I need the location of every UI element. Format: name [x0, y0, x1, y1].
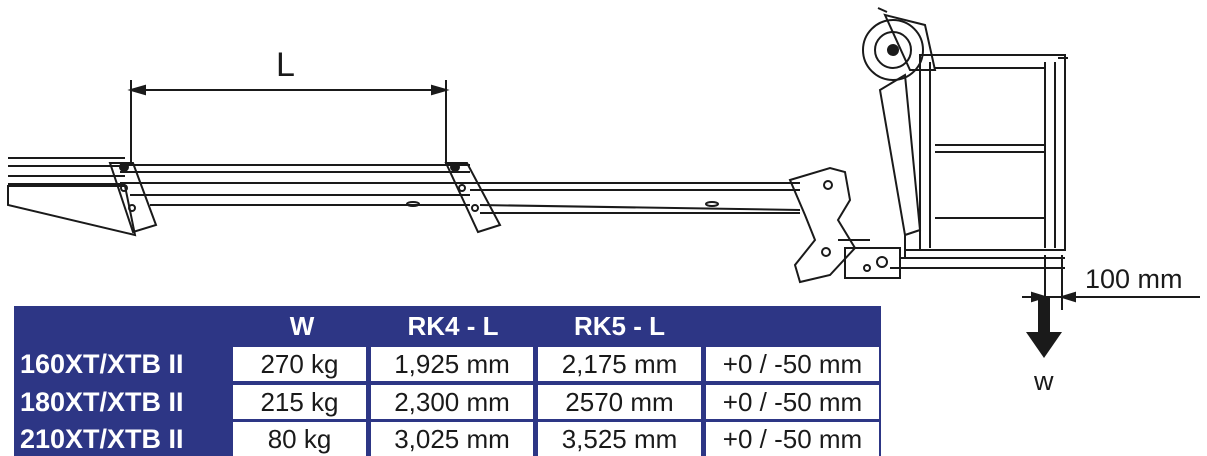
cell-rk5: 3,525 mm: [538, 422, 701, 456]
offset-dimension-label: 100 mm: [1085, 264, 1183, 294]
dimension-l-label: L: [276, 46, 295, 84]
boom-clamp-right: [444, 162, 502, 234]
cell-rk5: 2570 mm: [538, 385, 701, 419]
cell-w: 215 kg: [233, 385, 366, 419]
cell-rk4: 1,925 mm: [371, 347, 533, 381]
cell-tolerance: +0 / -50 mm: [706, 347, 879, 381]
dimension-l-line: [127, 80, 450, 165]
row-model: 160XT/XTB II: [20, 349, 184, 379]
cell-rk4: 2,300 mm: [371, 385, 533, 419]
spec-table: W RK4 - L RK5 - L 160XT/XTB II 270 kg 1,…: [14, 306, 881, 456]
load-arrow: [1026, 298, 1062, 358]
cell-rk4: 3,025 mm: [371, 422, 533, 456]
cell-w: 270 kg: [233, 347, 366, 381]
row-model: 180XT/XTB II: [20, 387, 184, 417]
header-rk5: RK5 - L: [574, 311, 665, 341]
cell-tolerance: +0 / -50 mm: [706, 422, 879, 456]
cell-w: 80 kg: [233, 422, 366, 456]
cell-rk5: 2,175 mm: [538, 347, 701, 381]
header-rk4: RK4 - L: [407, 311, 499, 341]
hose-reel: [862, 7, 937, 81]
platform-basket: [878, 54, 1068, 269]
boom-rotator: [788, 166, 901, 284]
row-model: 210XT/XTB II: [20, 424, 184, 454]
boom-clamp-left: [108, 162, 158, 234]
load-label: w: [1034, 366, 1054, 396]
header-w: W: [289, 311, 315, 341]
boom-arm: [7, 157, 801, 237]
cell-tolerance: +0 / -50 mm: [706, 385, 879, 419]
